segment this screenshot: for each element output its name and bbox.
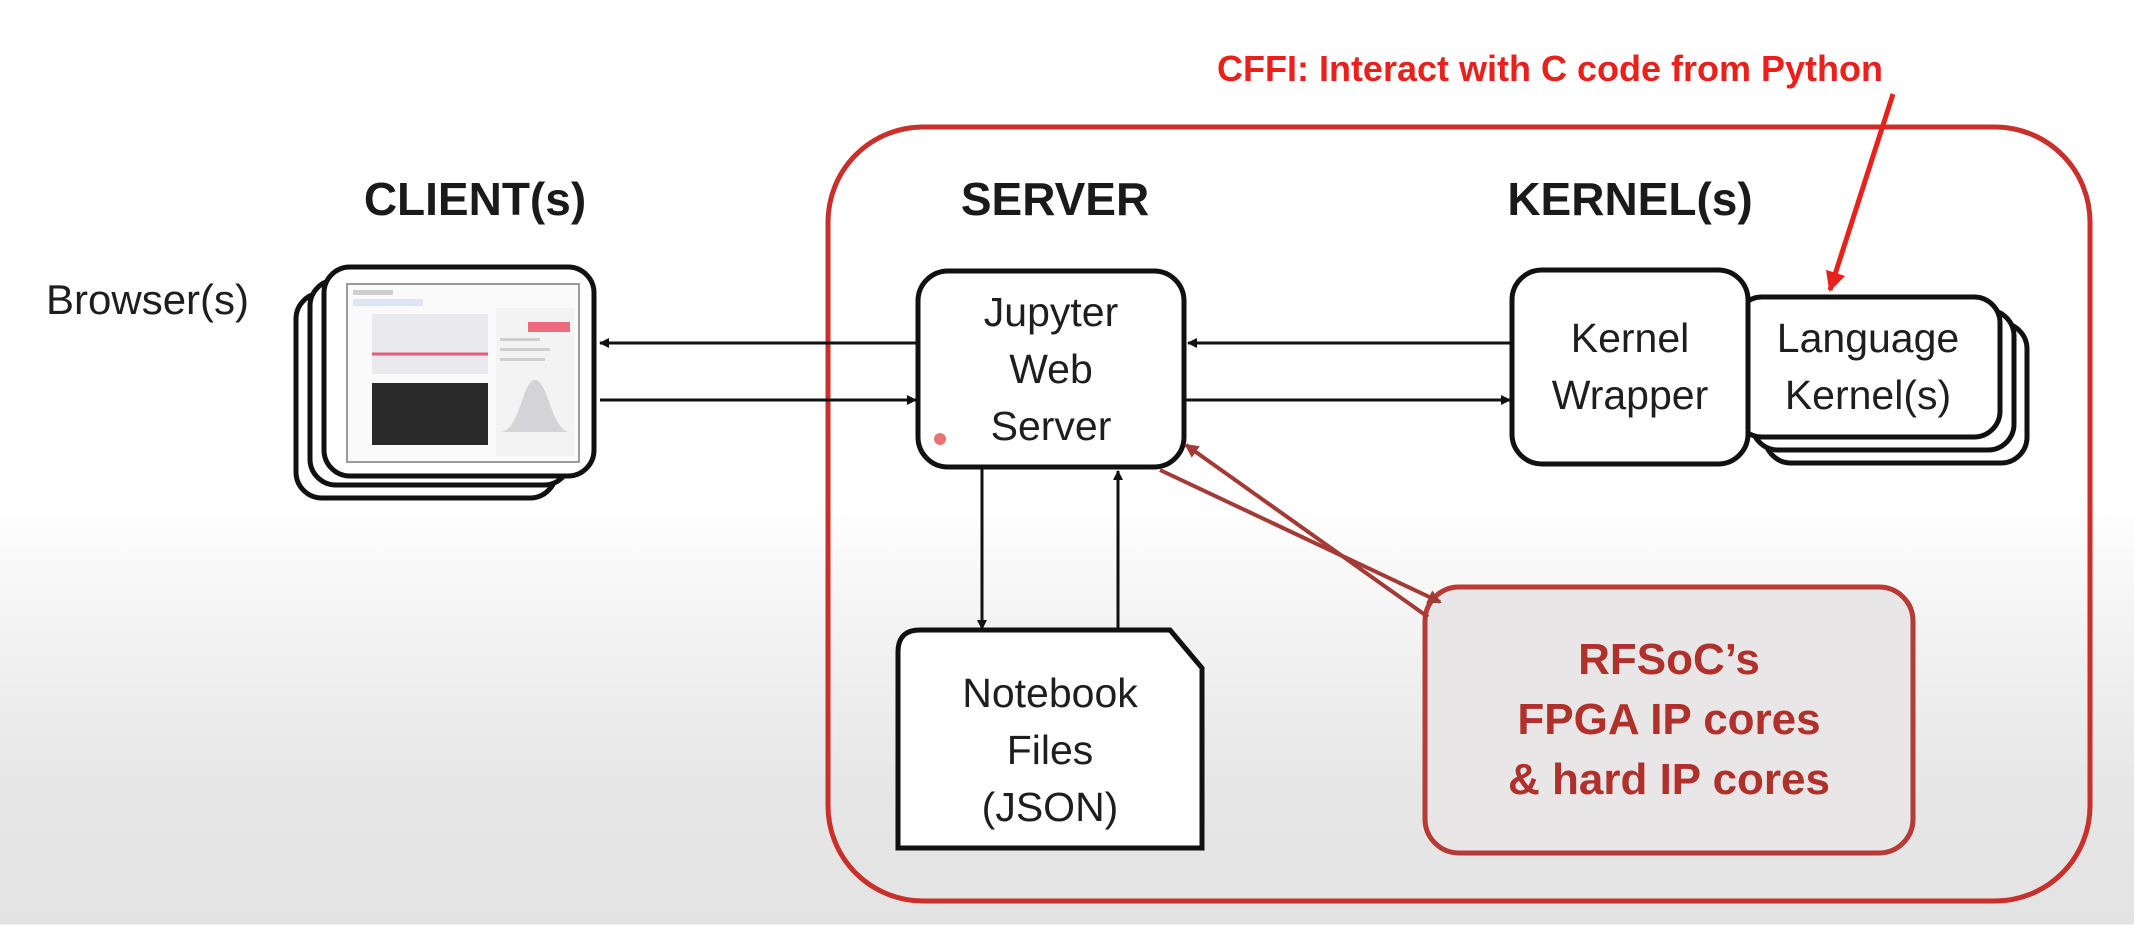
notebook-line-2: Files xyxy=(1006,726,1094,773)
fpga-line-3: & hard IP cores xyxy=(1508,755,1830,804)
jupyter-web-server-line-3: Server xyxy=(990,402,1112,449)
browser-stack xyxy=(293,264,597,501)
jupyter-web-server-line-2: Web xyxy=(1009,345,1093,392)
fpga-box xyxy=(1422,584,1916,856)
fpga-text: RFSoC’s FPGA IP cores & hard IP cores xyxy=(1425,587,1913,853)
jupyter-web-server-box xyxy=(915,268,1187,470)
kernels-heading: KERNEL(s) xyxy=(1507,173,1753,225)
browser-thumbnail xyxy=(346,283,580,463)
browser-label: Browser(s) xyxy=(46,276,250,323)
clients-heading: CLIENT(s) xyxy=(363,173,587,225)
language-kernel-stack xyxy=(1733,294,2030,466)
notebook-line-1: Notebook xyxy=(962,669,1138,716)
kernel-wrapper-text: Kernel Wrapper xyxy=(1512,270,1748,464)
notebook-line-3: (JSON) xyxy=(981,783,1119,830)
server-region xyxy=(825,124,2093,904)
fpga-line-2: FPGA IP cores xyxy=(1517,695,1821,744)
language-kernel-text: Language Kernel(s) xyxy=(1736,297,2000,437)
fpga-line-1: RFSoC’s xyxy=(1578,635,1760,684)
kernel-wrapper-line-2: Wrapper xyxy=(1551,372,1709,418)
notebook-files-text: Notebook Files (JSON) xyxy=(898,652,1202,848)
cffi-annotation: CFFI: Interact with C code from Python xyxy=(1216,48,1884,89)
server-heading: SERVER xyxy=(960,173,1150,225)
language-kernel-line-1: Language xyxy=(1776,315,1960,361)
language-kernel-line-2: Kernel(s) xyxy=(1784,372,1952,418)
kernel-wrapper-line-1: Kernel xyxy=(1570,315,1690,361)
notebook-files-shape xyxy=(895,627,1205,851)
jupyter-web-server-line-1: Jupyter xyxy=(983,288,1119,335)
arrow-fpga-to-server xyxy=(1184,443,1430,619)
arrow-server-to-fpga xyxy=(1159,468,1442,604)
kernel-wrapper-box xyxy=(1509,267,1751,467)
cursor-dot xyxy=(934,433,946,445)
cffi-annotation-arrow xyxy=(1825,93,1896,292)
jupyter-web-server-text: Jupyter Web Server xyxy=(918,271,1184,467)
